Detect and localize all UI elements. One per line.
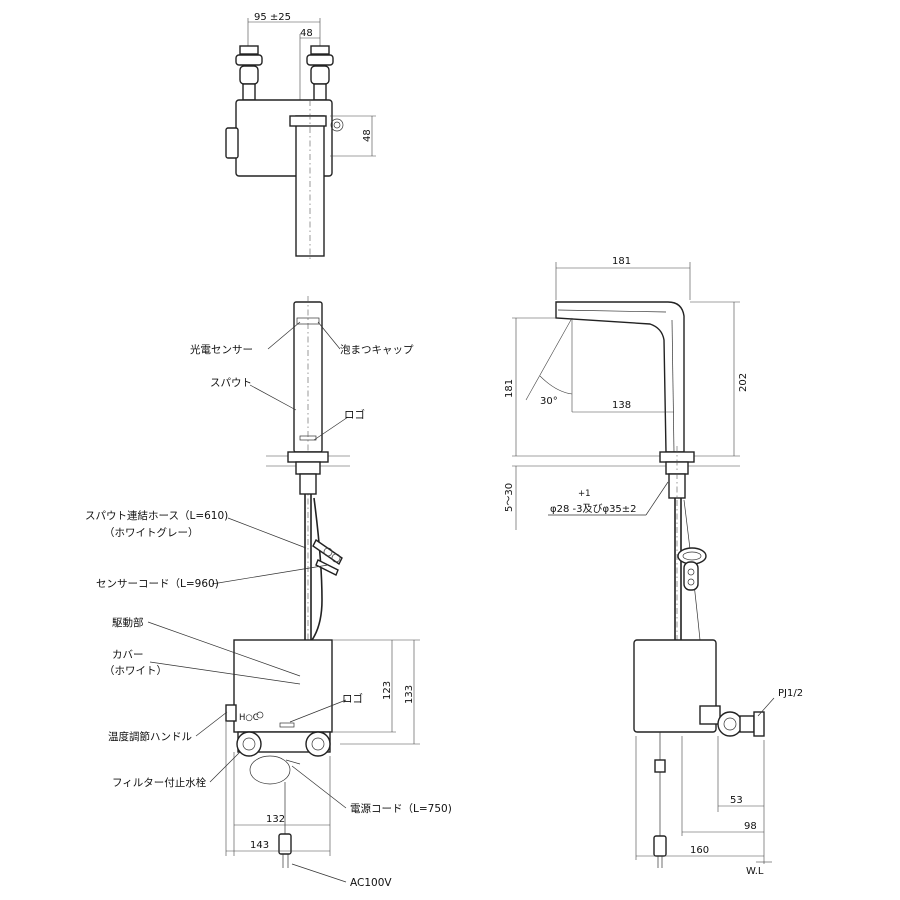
- front-view: H○C 123 133 132 143: [85, 296, 452, 889]
- right-valve: [306, 45, 334, 101]
- dim-hole-spec: φ28 -3及びφ35±2: [550, 503, 637, 515]
- label-aerator: 泡まつキャップ: [340, 343, 414, 356]
- dim-181-height: 181: [504, 379, 515, 398]
- dim-133: 133: [404, 685, 415, 704]
- label-logo-upper: ロゴ: [344, 408, 365, 421]
- svg-text:H○C: H○C: [239, 713, 259, 723]
- temp-handle-front: [225, 704, 237, 722]
- label-pipe: PJ1/2: [778, 688, 803, 699]
- dim-138: 138: [612, 400, 631, 411]
- label-cover-color: （ホワイト）: [104, 665, 167, 677]
- label-waterline: W.L: [746, 866, 764, 877]
- dim-angle: 30°: [540, 396, 558, 407]
- drive-unit-side: [633, 639, 717, 733]
- temp-knob-top: [225, 127, 239, 159]
- label-logo-lower: ロゴ: [342, 692, 363, 705]
- dim-143: 143: [250, 840, 269, 851]
- dim-202: 202: [738, 373, 749, 392]
- dim-98: 98: [744, 821, 757, 832]
- dim-123: 123: [382, 681, 393, 700]
- label-sensor-cord: センサーコード（L=960): [96, 578, 219, 590]
- dim-53: 53: [730, 795, 743, 806]
- dim-181-reach: 181: [612, 256, 631, 267]
- label-cover: カバー: [112, 649, 144, 661]
- top-view: 95 ±25 48 48: [225, 12, 376, 262]
- label-hose-color: （ホワイトグレー）: [104, 526, 199, 539]
- label-stop-valve: フィルター付止水栓: [112, 776, 207, 789]
- dim-48-side: 48: [362, 129, 373, 142]
- label-temp-handle: 温度調節ハンドル: [108, 730, 192, 743]
- dim-132: 132: [266, 814, 285, 825]
- label-sensor: 光電センサー: [190, 343, 253, 356]
- dim-160: 160: [690, 845, 709, 856]
- power-plug: [278, 833, 292, 855]
- label-hose: スパウト連結ホース（L=610): [85, 509, 228, 522]
- label-power: AC100V: [350, 877, 392, 889]
- dim-hole-tolerance: +1: [578, 489, 591, 499]
- left-valve: [235, 45, 263, 101]
- side-view: 181 202 181 30° 138 5～30 +1 φ28 -3及びφ35±…: [504, 256, 803, 877]
- label-power-cord: 電源コード（L=750): [350, 802, 452, 815]
- label-drive-unit: 駆動部: [112, 616, 144, 629]
- dim-95-25: 95 ±25: [254, 12, 291, 23]
- dim-48-top: 48: [300, 28, 313, 39]
- dim-counter: 5～30: [504, 483, 515, 512]
- spout-side: [555, 301, 685, 453]
- label-spout: スパウト: [210, 377, 252, 389]
